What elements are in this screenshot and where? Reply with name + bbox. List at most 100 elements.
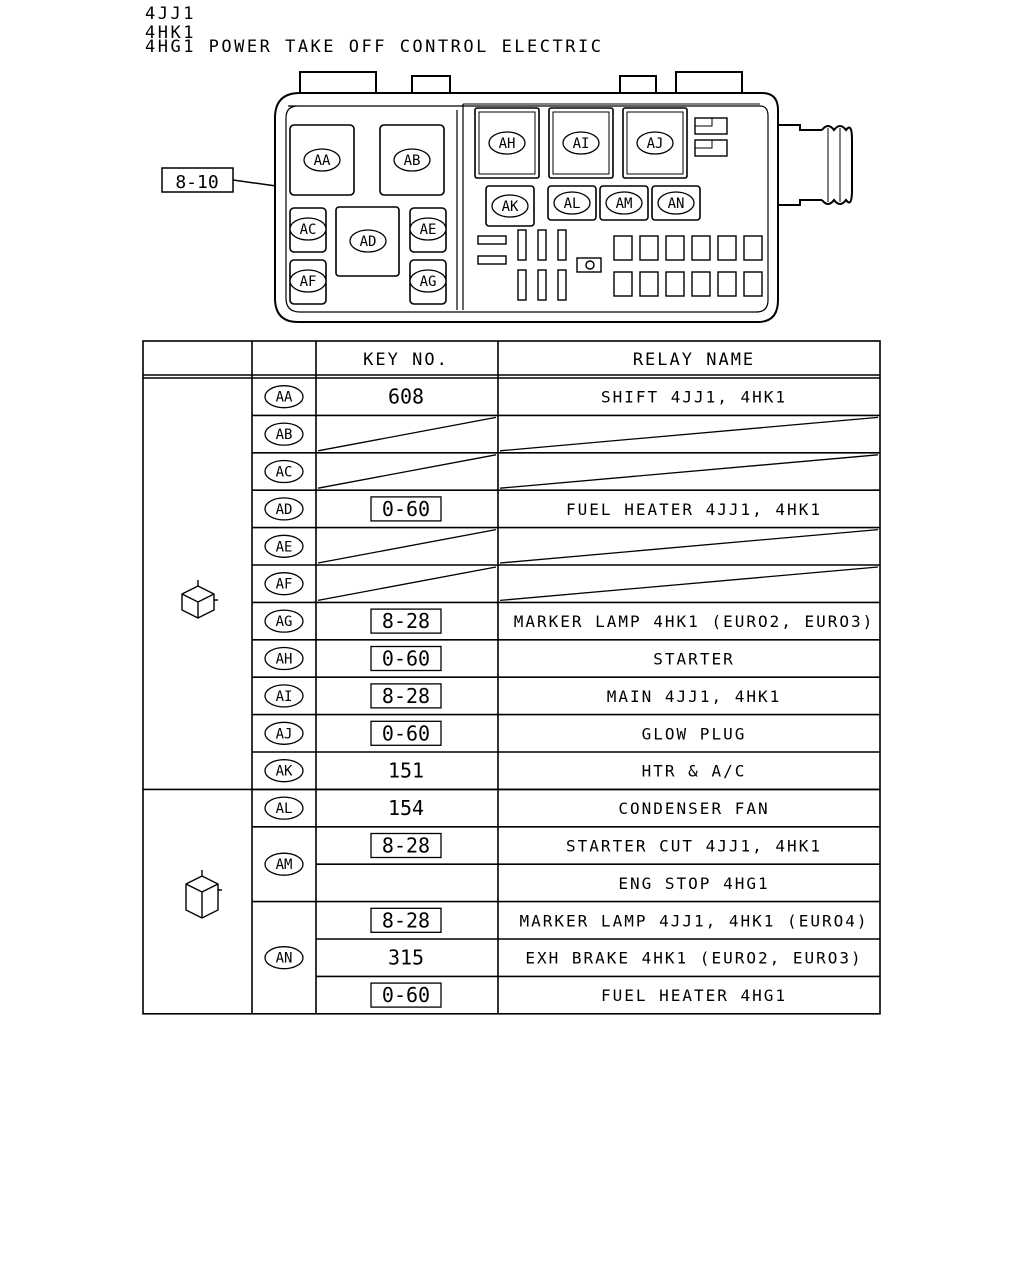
diagram-label-AL: AL	[553, 191, 591, 215]
relay-slot-AN	[651, 185, 701, 221]
key-number: 8-28	[382, 684, 430, 708]
table-row: AL 154 CONDENSER FAN	[264, 796, 769, 820]
svg-text:AD: AD	[276, 502, 293, 518]
relay-name: EXH BRAKE 4HK1 (EURO2, EURO3)	[525, 949, 862, 968]
svg-text:AB: AB	[276, 427, 293, 443]
svg-text:AK: AK	[502, 199, 519, 215]
slot-badge-AE: AE	[264, 534, 304, 558]
relay-name: CONDENSER FAN	[618, 799, 769, 818]
header-line-engine-2: 4HK1	[145, 23, 196, 43]
svg-text:AE: AE	[420, 222, 437, 238]
table-row: AC	[264, 454, 879, 489]
relay-name: GLOW PLUG	[642, 724, 747, 743]
relay-name: MAIN 4JJ1, 4HK1	[607, 687, 782, 706]
svg-text:AI: AI	[573, 136, 590, 152]
slot-badge-AA: AA	[264, 385, 304, 409]
relay-name: SHIFT 4JJ1, 4HK1	[601, 388, 787, 407]
diagram-label-AE: AE	[409, 217, 447, 241]
svg-text:AG: AG	[420, 274, 437, 290]
slot-badge-AK: AK	[264, 759, 304, 783]
table-row: AA 608 SHIFT 4JJ1, 4HK1	[264, 385, 787, 409]
relay-box-housing	[274, 92, 779, 323]
slot-badge-AJ: AJ	[264, 721, 304, 745]
svg-text:AL: AL	[564, 196, 581, 212]
callout-box	[161, 167, 234, 193]
svg-text:AI: AI	[276, 689, 293, 705]
diagram-label-AG: AG	[409, 269, 447, 293]
key-number: 8-28	[382, 908, 430, 932]
relay-slot-AL	[547, 185, 597, 221]
callout-label: 8-10	[175, 172, 218, 193]
table-row: AE	[264, 528, 879, 564]
diagram-label-AI: AI	[562, 131, 600, 155]
large-relay-icon	[185, 870, 222, 919]
key-box	[370, 608, 442, 634]
relay-name: MARKER LAMP 4HK1 (EURO2, EURO3)	[514, 612, 875, 631]
key-box	[370, 907, 442, 933]
slot-badge-AD: AD	[264, 497, 304, 521]
key-number: 154	[388, 796, 424, 820]
diagram-label-AJ: AJ	[636, 131, 674, 155]
relay-slot-AM	[599, 185, 649, 221]
column-header-key-no: KEY NO.	[363, 350, 449, 370]
relay-slot-AI	[548, 107, 614, 179]
diagram-label-AN: AN	[657, 191, 695, 215]
svg-text:AN: AN	[276, 951, 293, 967]
key-number: 315	[388, 946, 424, 970]
svg-text:AN: AN	[668, 196, 685, 212]
key-box	[370, 683, 442, 709]
svg-text:AA: AA	[314, 153, 331, 169]
svg-text:AD: AD	[360, 234, 377, 250]
relay-name: FUEL HEATER 4HG1	[601, 986, 787, 1005]
diagram-label-AC: AC	[289, 217, 327, 241]
key-number: 8-28	[382, 834, 430, 858]
slot-badge-AH: AH	[264, 646, 304, 671]
svg-text:AH: AH	[276, 652, 293, 668]
slot-badge-AM: AM	[264, 852, 304, 876]
svg-text:AF: AF	[300, 274, 317, 290]
svg-text:AJ: AJ	[647, 136, 664, 152]
svg-text:AC: AC	[300, 222, 317, 238]
key-box	[370, 982, 442, 1008]
svg-text:AA: AA	[276, 390, 293, 406]
table-row: 315 EXH BRAKE 4HK1 (EURO2, EURO3)	[388, 946, 862, 970]
table-row: AB	[264, 416, 879, 452]
svg-text:AG: AG	[276, 614, 293, 630]
svg-text:AL: AL	[276, 801, 293, 817]
slot-badge-AF: AF	[264, 572, 304, 596]
small-relay-icon	[181, 580, 218, 619]
key-box	[370, 720, 442, 746]
header-line-title: 4HG1 POWER TAKE OFF CONTROL ELECTRIC	[145, 37, 604, 57]
svg-text:AE: AE	[276, 539, 293, 555]
relay-slot-AJ	[622, 107, 688, 179]
svg-text:AK: AK	[276, 764, 293, 780]
slot-badge-AI: AI	[264, 684, 304, 708]
fuse-array	[477, 117, 763, 301]
svg-text:AC: AC	[276, 465, 293, 481]
diagram-label-AB: AB	[393, 148, 431, 172]
table-row: ENG STOP 4HG1	[618, 874, 767, 893]
key-box	[370, 645, 442, 672]
header-line-engine-1: 4JJ1	[145, 4, 196, 24]
slot-badge-AC: AC	[264, 459, 304, 484]
svg-text:AF: AF	[276, 577, 293, 593]
key-number: 608	[388, 385, 424, 409]
svg-text:AH: AH	[499, 136, 516, 152]
slot-badge-AB: AB	[264, 422, 304, 446]
diagram-label-AA: AA	[303, 148, 341, 172]
relay-name: STARTER	[653, 650, 734, 669]
key-box	[370, 496, 442, 522]
table-row: AN 8-28 MARKER LAMP 4JJ1, 4HK1 (EURO4)	[264, 907, 869, 970]
table-row: AF	[264, 566, 879, 602]
slot-badge-AG: AG	[264, 609, 304, 633]
relay-name: MARKER LAMP 4JJ1, 4HK1 (EURO4)	[520, 911, 869, 930]
relay-name: HTR & A/C	[642, 762, 747, 781]
slot-badge-AL: AL	[264, 796, 304, 820]
key-box	[370, 832, 442, 859]
